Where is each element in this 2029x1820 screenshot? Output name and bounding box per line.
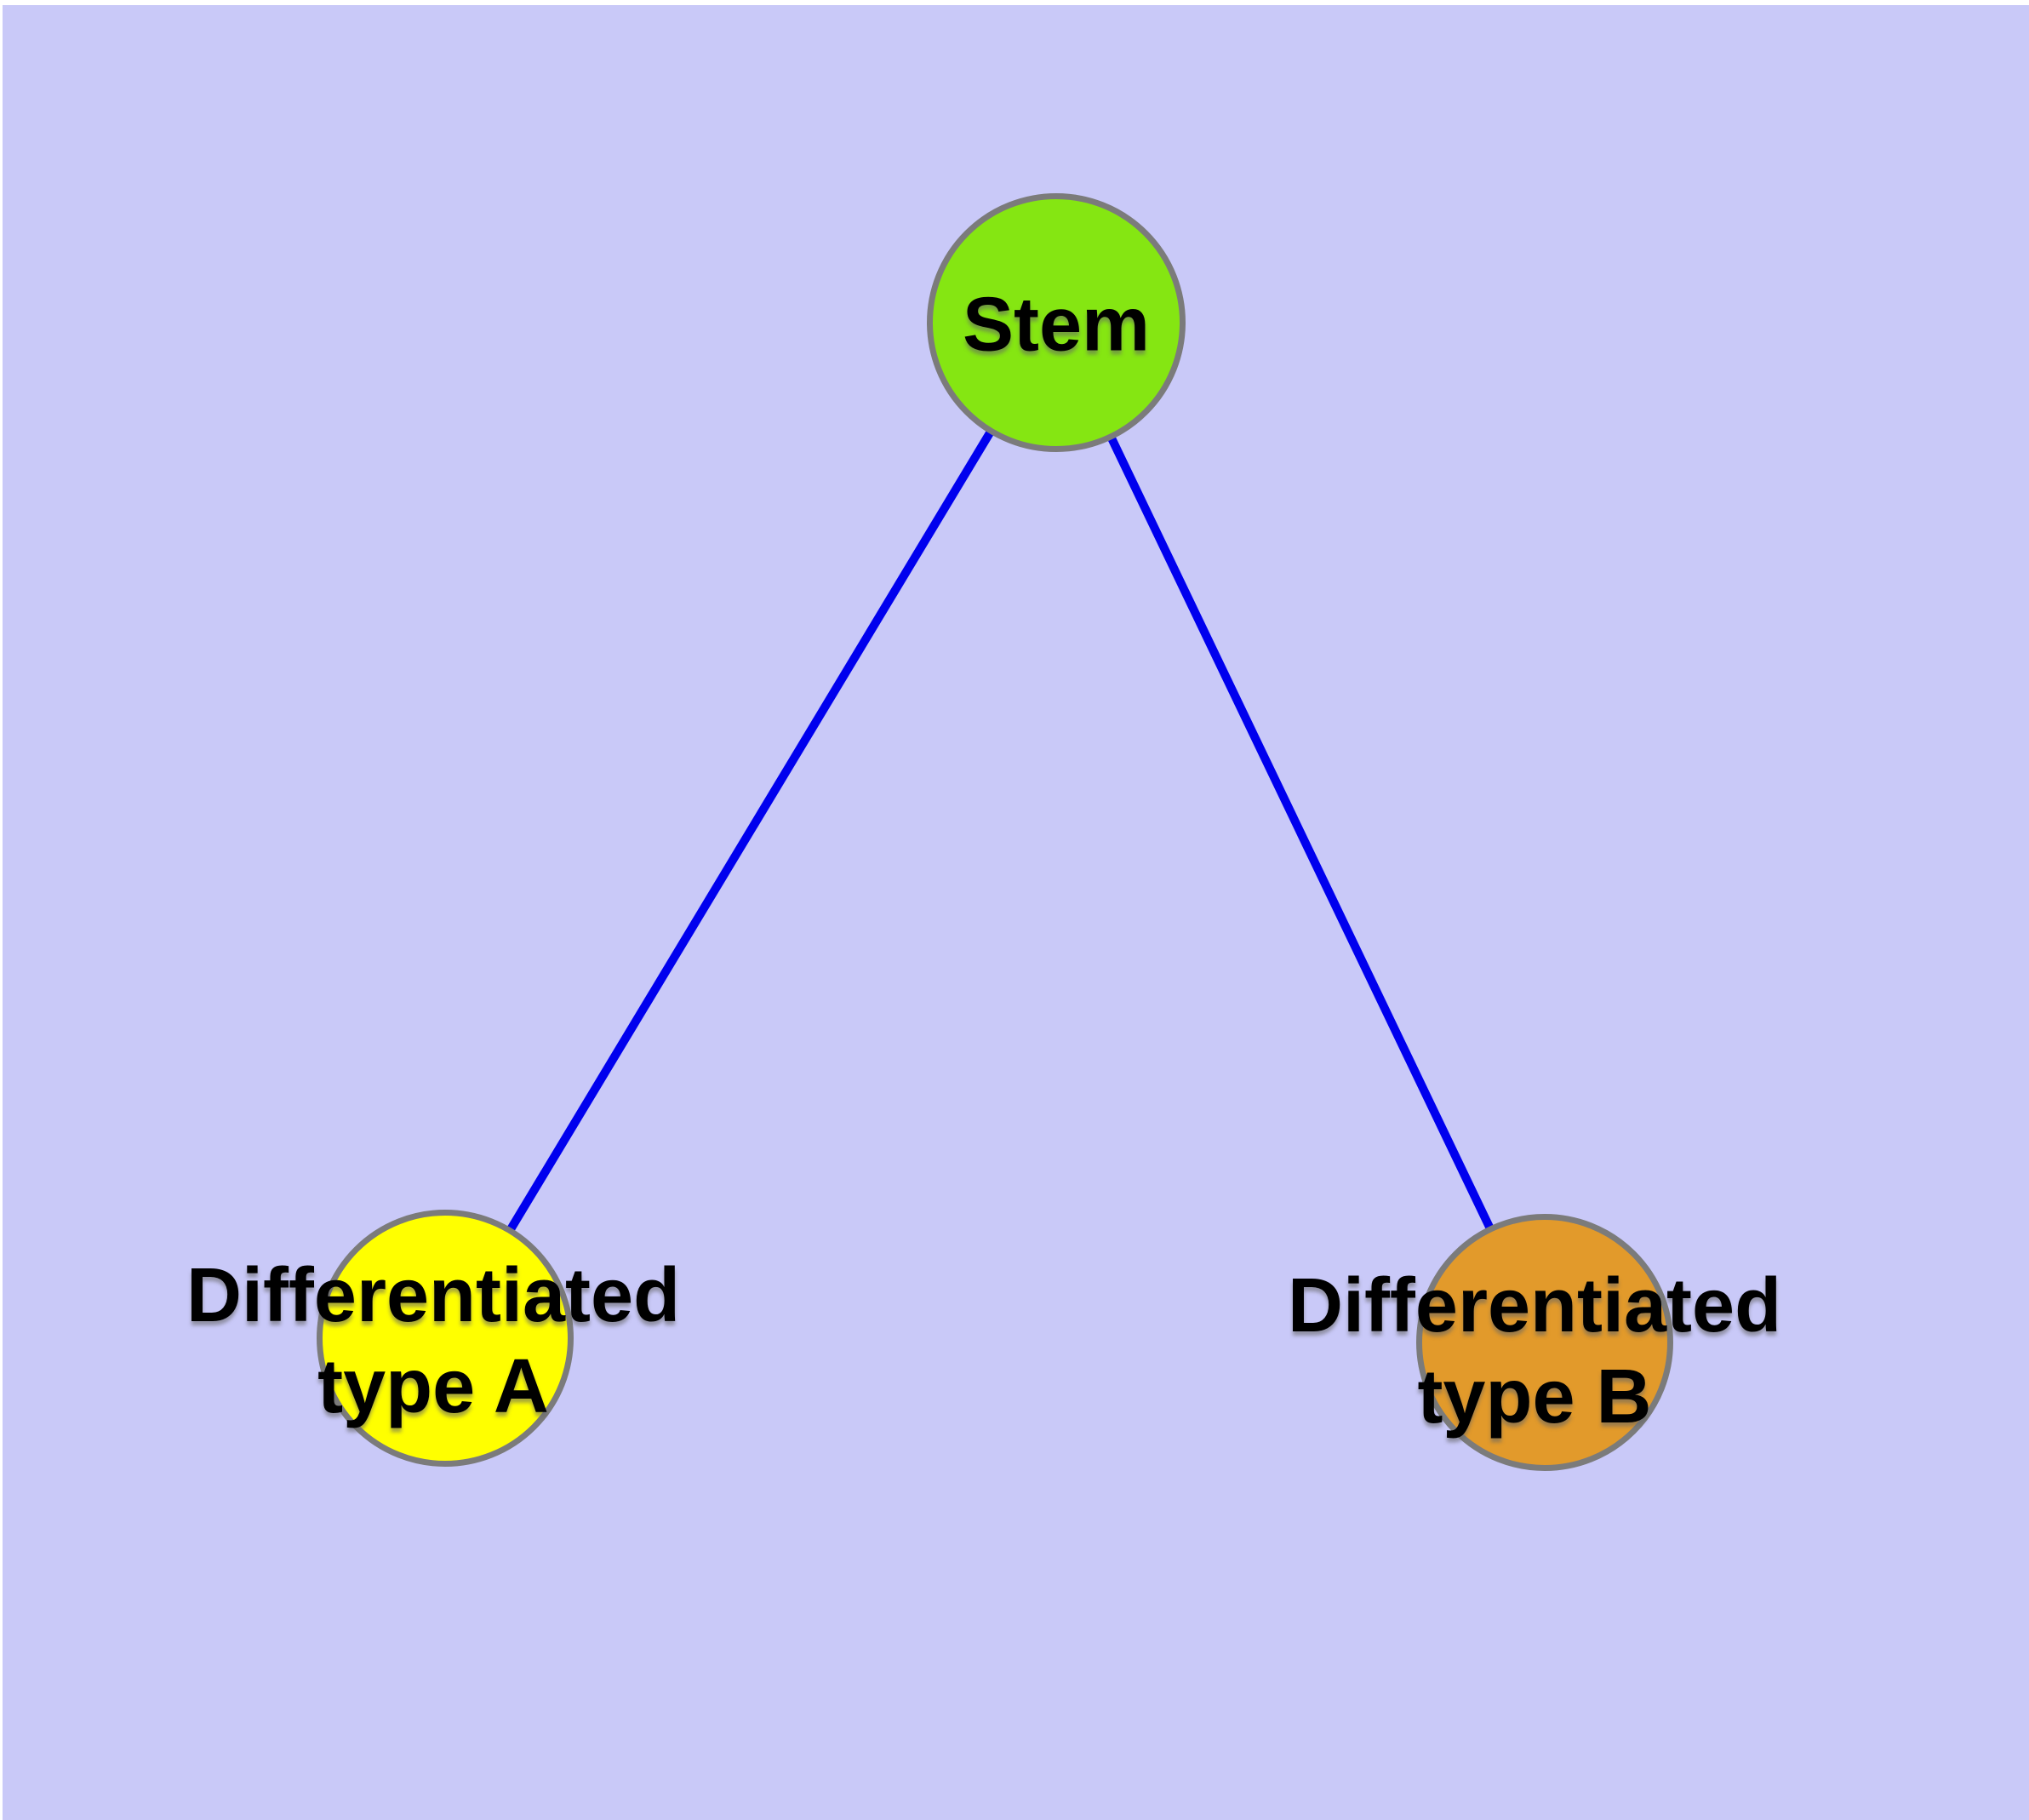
edge-stem-to-type-b [1052,320,1549,1345]
node-differentiated-type-b [1416,1214,1673,1471]
edge-stem-to-type-a [441,320,1060,1341]
node-differentiated-type-a-label: Differentiated type A [186,1253,681,1429]
diagram-canvas: Stem Differentiated type A Differentiate… [3,5,2029,1820]
node-differentiated-type-b-label: Differentiated type B [1287,1263,1782,1439]
node-stem [927,193,1186,452]
edges-layer [441,320,1549,1345]
node-stem-label: Stem [962,282,1151,368]
node-differentiated-type-a [317,1210,574,1467]
